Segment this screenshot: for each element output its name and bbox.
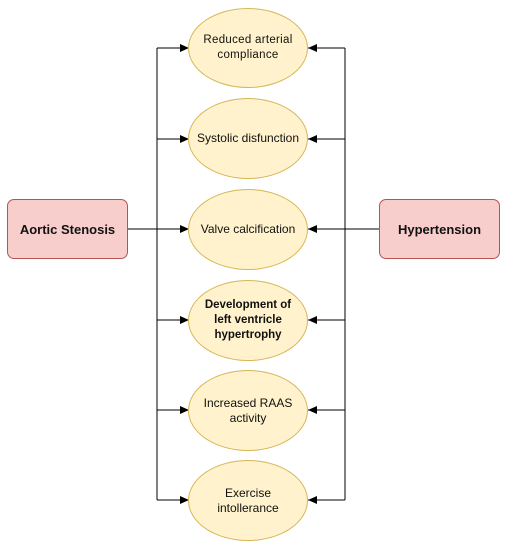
increased-raas-activity-node[interactable]: Increased RAAS activity [188,370,308,451]
reduced-arterial-compliance-label: Reduced arterial compliance [203,34,293,61]
systolic-disfunction-label: Systolic disfunction [196,131,300,145]
lv-hypertrophy-label: Development of left ventricle hypertroph… [204,299,292,341]
valve-calcification-node[interactable]: Valve calcification [188,189,308,270]
increased-raas-activity-label: Increased RAAS activity [203,395,293,425]
hypertension-node[interactable]: Hypertension [379,199,500,259]
lv-hypertrophy-node[interactable]: Development of left ventricle hypertroph… [188,280,308,361]
aortic-stenosis-node[interactable]: Aortic Stenosis [7,199,128,259]
aortic-stenosis-label: Aortic Stenosis [19,221,116,237]
hypertension-label: Hypertension [397,221,482,237]
reduced-arterial-compliance-node[interactable]: Reduced arterial compliance [188,8,308,88]
valve-calcification-label: Valve calcification [200,222,296,236]
systolic-disfunction-node[interactable]: Systolic disfunction [188,98,308,179]
exercise-intollerance-node[interactable]: Exercise intollerance [188,460,308,541]
exercise-intollerance-label: Exercise intollerance [217,485,279,515]
